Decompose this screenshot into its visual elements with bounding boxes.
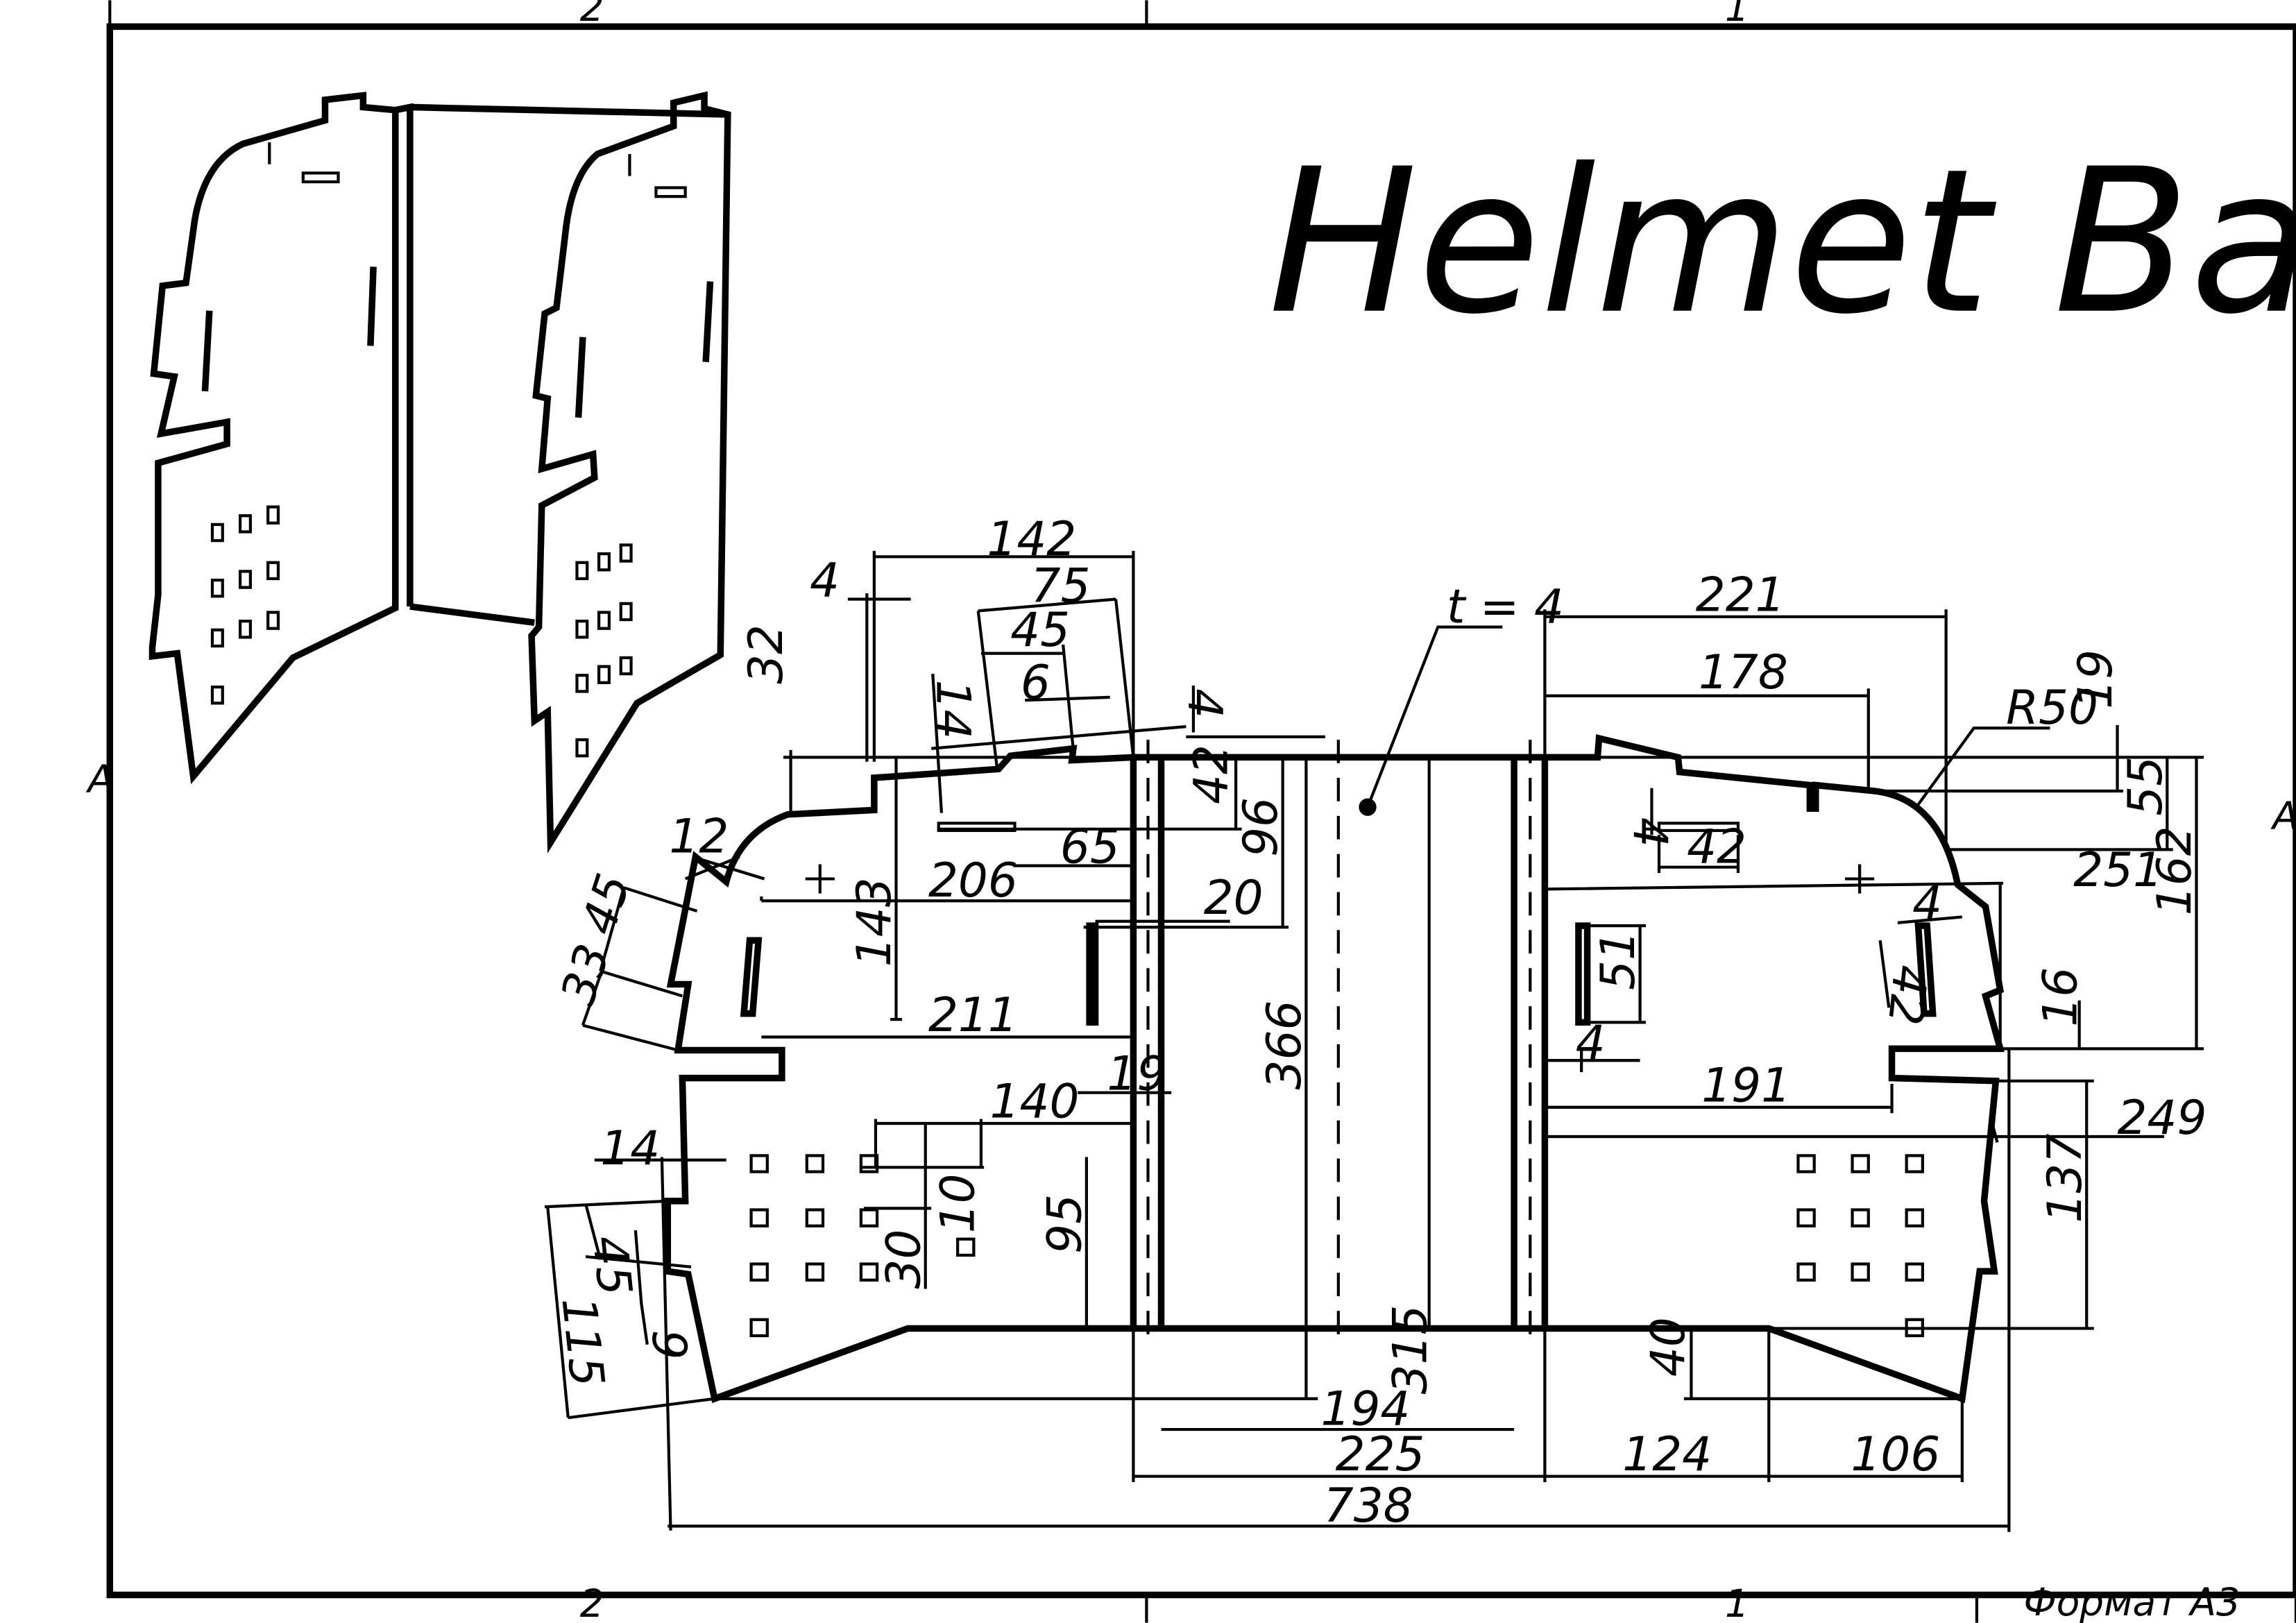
- dim-45-top: 45: [1010, 602, 1070, 657]
- dim-33: 33: [550, 937, 621, 1011]
- dim-14-left: 14: [600, 1121, 660, 1175]
- dim-178: 178: [1699, 645, 1788, 699]
- dim-55: 55: [2118, 756, 2172, 816]
- dim-4-right-small: 4: [1912, 876, 1942, 931]
- dim-10: 10: [930, 1173, 985, 1233]
- dimension-values: 142 4 75 45 32 14 6 4 42 96 65 12 206 20…: [550, 511, 2207, 1533]
- radius-label: R50: [2006, 680, 2098, 735]
- dim-115: 115: [551, 1295, 615, 1389]
- dim-65: 65: [1060, 819, 1120, 874]
- dim-738: 738: [1324, 1478, 1413, 1533]
- dim-225: 225: [1336, 1427, 1425, 1481]
- dim-206: 206: [928, 853, 1018, 908]
- dim-251: 251: [2073, 842, 2163, 897]
- dimension-lines: [544, 550, 2204, 1532]
- dim-366: 366: [1257, 1001, 1311, 1090]
- dim-249: 249: [2118, 1090, 2207, 1145]
- dim-143: 143: [847, 877, 901, 967]
- drawing-title: Helmet Back: [1268, 126, 2296, 358]
- dim-106: 106: [1851, 1427, 1940, 1481]
- format-label: Формат А3: [2023, 1580, 2240, 1623]
- dim-95: 95: [1037, 1194, 1091, 1254]
- zone-label-right: A: [2270, 794, 2296, 838]
- dim-20: 20: [1204, 870, 1264, 925]
- dim-42-slanted: 42: [1878, 962, 1939, 1028]
- dim-142: 142: [987, 511, 1076, 566]
- dim-137: 137: [2037, 1134, 2092, 1223]
- dim-14-top: 14: [926, 680, 981, 740]
- dim-16: 16: [2032, 967, 2087, 1027]
- zone-label-top-right: 1: [1725, 0, 1749, 30]
- dim-4-top-center: 4: [1178, 688, 1233, 718]
- dim-40: 40: [1640, 1317, 1695, 1377]
- dim-221: 221: [1696, 567, 1785, 622]
- dim-6: 6: [1021, 655, 1051, 710]
- dim-9: 9: [642, 1330, 697, 1360]
- zone-label-top-left: 2: [580, 0, 604, 30]
- dim-315: 315: [1382, 1305, 1437, 1395]
- dim-12: 12: [669, 809, 729, 864]
- dim-51: 51: [1590, 931, 1645, 990]
- dim-4-left-top: 4: [810, 552, 840, 607]
- dim-45-lower: 45: [582, 1233, 643, 1298]
- dim-140: 140: [990, 1074, 1080, 1129]
- zone-label-bottom-left: 2: [580, 1581, 604, 1623]
- dim-42-left: 42: [1183, 745, 1238, 804]
- dim-194: 194: [1321, 1382, 1411, 1436]
- dim-19-right: 19: [2068, 649, 2123, 709]
- dim-191: 191: [1701, 1057, 1791, 1112]
- dim-124: 124: [1622, 1427, 1712, 1481]
- dim-75: 75: [1031, 559, 1091, 613]
- dim-19-left: 19: [1107, 1046, 1166, 1101]
- zone-label-left: A: [86, 757, 114, 801]
- isometric-view: [148, 91, 731, 853]
- dim-211: 211: [928, 987, 1018, 1042]
- dim-42-right: 42: [1687, 819, 1746, 874]
- dim-32: 32: [738, 624, 793, 684]
- dim-96: 96: [1233, 797, 1288, 857]
- dim-45-left: 45: [570, 867, 641, 941]
- dim-4-right-bottom: 4: [1576, 1015, 1606, 1070]
- zone-label-bottom-right: 1: [1725, 1581, 1749, 1623]
- dim-162: 162: [2147, 826, 2202, 915]
- dim-4-right-slot: 4: [1623, 817, 1678, 847]
- thickness-label: t = 4: [1447, 579, 1564, 634]
- dim-30: 30: [876, 1230, 930, 1289]
